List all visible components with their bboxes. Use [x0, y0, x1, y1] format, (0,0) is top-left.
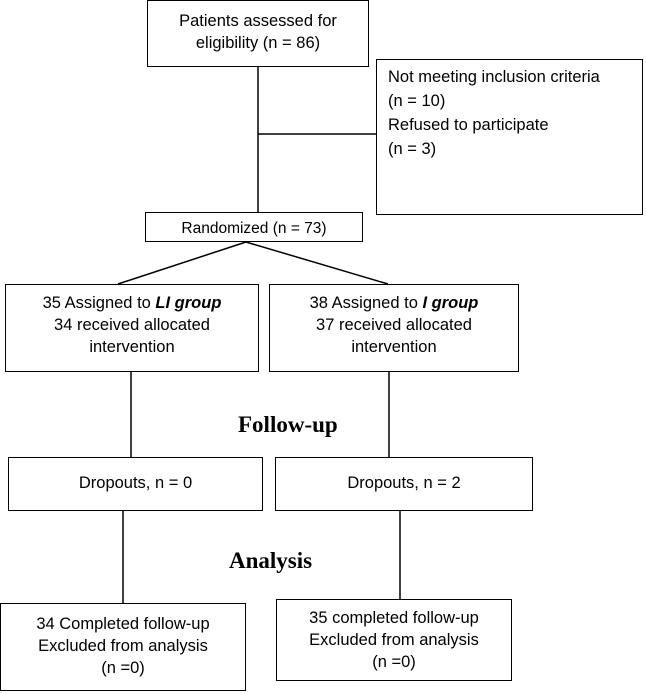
line-randomized-to-right	[245, 241, 389, 285]
left-assigned-prefix: 35 Assigned to	[42, 294, 156, 312]
left-allocation-box: 35 Assigned to LI group 34 received allo…	[5, 284, 259, 372]
left-assigned-line: 35 Assigned to LI group	[6, 292, 258, 314]
left-excluded-count: (n =0)	[101, 659, 145, 677]
excluded-count-2: (n = 3)	[388, 140, 437, 158]
right-excluded-line: Excluded from analysis	[309, 631, 479, 649]
left-received-line: 34 received allocated	[54, 316, 210, 334]
assessed-box: Patients assessed for eligibility (n = 8…	[147, 0, 369, 67]
right-dropouts-box: Dropouts, n = 2	[275, 457, 533, 511]
right-assigned-prefix: 38 Assigned to	[309, 294, 423, 312]
left-group-name: LI group	[155, 294, 222, 312]
excluded-count-1: (n = 10)	[388, 92, 446, 110]
right-dropouts-label: Dropouts, n = 2	[347, 474, 461, 492]
excluded-reason-1: Not meeting inclusion criteria	[388, 68, 600, 86]
randomized-box: Randomized (n = 73)	[145, 212, 363, 242]
right-intervention-line: intervention	[351, 338, 437, 356]
line-randomized-to-left	[117, 241, 247, 285]
left-dropouts-box: Dropouts, n = 0	[8, 457, 263, 511]
follow-up-heading: Follow-up	[238, 412, 338, 437]
assessed-line-2: eligibility (n = 86)	[195, 34, 321, 52]
randomized-label: Randomized (n = 73)	[181, 220, 327, 237]
right-completed-line: 35 completed follow-up	[309, 609, 479, 627]
left-intervention-line: intervention	[89, 338, 175, 356]
assessed-line-1: Patients assessed for	[179, 12, 337, 30]
left-completed-box: 34 Completed follow-up Excluded from ana…	[0, 603, 246, 691]
excluded-box: Not meeting inclusion criteria (n = 10) …	[376, 59, 643, 215]
analysis-heading: Analysis	[229, 548, 313, 573]
right-allocation-box: 38 Assigned to I group 37 received alloc…	[269, 284, 519, 372]
left-excluded-line: Excluded from analysis	[38, 637, 208, 655]
excluded-reason-2: Refused to participate	[388, 116, 549, 134]
left-completed-line: 34 Completed follow-up	[36, 615, 210, 633]
right-completed-box: 35 completed follow-up Excluded from ana…	[276, 599, 512, 681]
right-group-name: I group	[422, 294, 479, 312]
right-excluded-count: (n =0)	[372, 653, 416, 671]
left-dropouts-label: Dropouts, n = 0	[78, 474, 193, 492]
right-received-line: 37 received allocated	[316, 316, 472, 334]
right-assigned-line: 38 Assigned to I group	[270, 292, 518, 314]
